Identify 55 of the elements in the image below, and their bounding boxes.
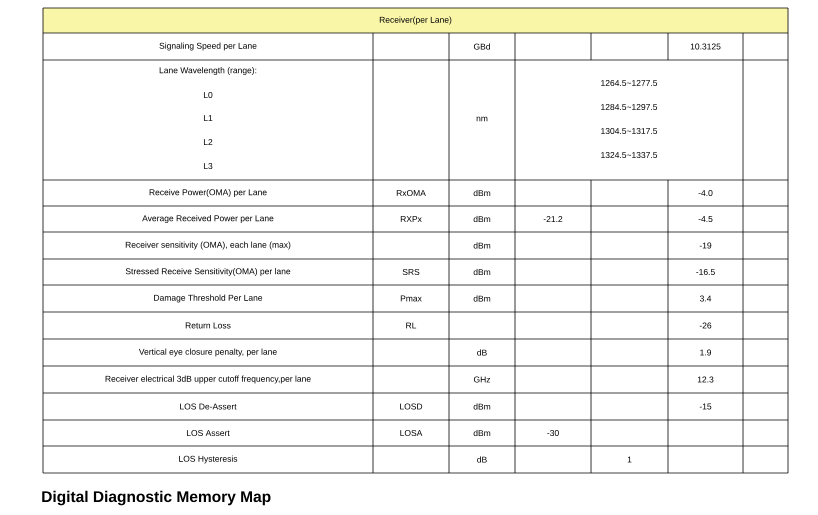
cell-text: Stressed Receive Sensitivity(OMA) per lane bbox=[126, 268, 290, 276]
cell-text: -4.0 bbox=[698, 190, 712, 196]
cell-text: L0 bbox=[204, 92, 212, 98]
cell-text: GHz bbox=[474, 376, 490, 382]
cell-text: 3.4 bbox=[700, 296, 712, 302]
cell-text: LOS Hysteresis bbox=[179, 456, 238, 464]
cell-text: Average Received Power per Lane bbox=[142, 215, 274, 223]
cell-text: dBm bbox=[474, 242, 490, 249]
cell-text: 12.3 bbox=[698, 376, 714, 382]
cell-text: SRS bbox=[402, 269, 420, 275]
cell-text: 1284.5~1297.5 bbox=[601, 104, 658, 110]
cell-text: dBm bbox=[474, 268, 490, 276]
cell-text: RL bbox=[406, 322, 416, 328]
cell-text: RxOMA bbox=[396, 190, 426, 196]
cell-text: Vertical eye closure penalty, per lane bbox=[138, 348, 277, 356]
cell-text: Return Loss bbox=[186, 322, 231, 328]
cell-text: Receiver electrical 3dB upper cutoff frequency,per lane bbox=[106, 376, 311, 384]
cell-text: Receiver sensitivity (OMA), each lane (max) bbox=[126, 242, 290, 250]
cell-text: LOS De-Assert bbox=[180, 404, 237, 410]
cell-text: -4.5 bbox=[698, 216, 712, 222]
cell-text: dBm bbox=[474, 295, 490, 302]
cell-text: 1.9 bbox=[700, 350, 712, 356]
cell-text: dBm bbox=[474, 430, 490, 436]
header-cell: Receiver(per Lane) bbox=[43, 8, 788, 33]
cell-text: 1304.5~1317.5 bbox=[601, 128, 658, 134]
cell-text: LOSD bbox=[400, 404, 422, 410]
cell-text: -19 bbox=[700, 242, 712, 248]
cell-text: 1 bbox=[628, 456, 632, 462]
cell-text: Signaling Speed per Lane bbox=[159, 42, 256, 50]
cell-text: L2 bbox=[204, 139, 212, 145]
cell-text: RXPx bbox=[400, 216, 422, 222]
cell-text: 1324.5~1337.5 bbox=[601, 152, 658, 158]
cell-text: LOS Assert bbox=[186, 430, 230, 436]
cell-text: Lane Wavelength (range): bbox=[160, 67, 256, 75]
cell-text: 10.3125 bbox=[690, 44, 721, 50]
cell-text: dBm bbox=[474, 403, 490, 410]
cell-text: dB bbox=[477, 456, 487, 463]
cell-text: dB bbox=[477, 349, 487, 356]
cell-text: -15 bbox=[700, 404, 712, 410]
cell-text: GBd bbox=[474, 43, 490, 50]
cell-text: dBm bbox=[474, 216, 490, 222]
cell-text: nm bbox=[476, 116, 488, 122]
cell-text: -21.2 bbox=[544, 216, 562, 222]
cell-text: LOSA bbox=[400, 430, 422, 436]
cell-text: L1 bbox=[204, 115, 212, 121]
cell-text: L3 bbox=[204, 163, 212, 169]
section-heading: Digital Diagnostic Memory Map bbox=[42, 490, 270, 506]
cell-text: 1264.5~1277.5 bbox=[601, 80, 658, 86]
cell-text: Damage Threshold Per Lane bbox=[154, 294, 262, 302]
cell-text: dBm bbox=[474, 190, 490, 196]
cell-text: -16.5 bbox=[696, 269, 715, 275]
cell-text: Receive Power(OMA) per Lane bbox=[150, 189, 267, 197]
cell-text: Pmax bbox=[400, 296, 422, 302]
cell-text: -26 bbox=[700, 322, 712, 328]
cell-text: -30 bbox=[547, 430, 559, 436]
